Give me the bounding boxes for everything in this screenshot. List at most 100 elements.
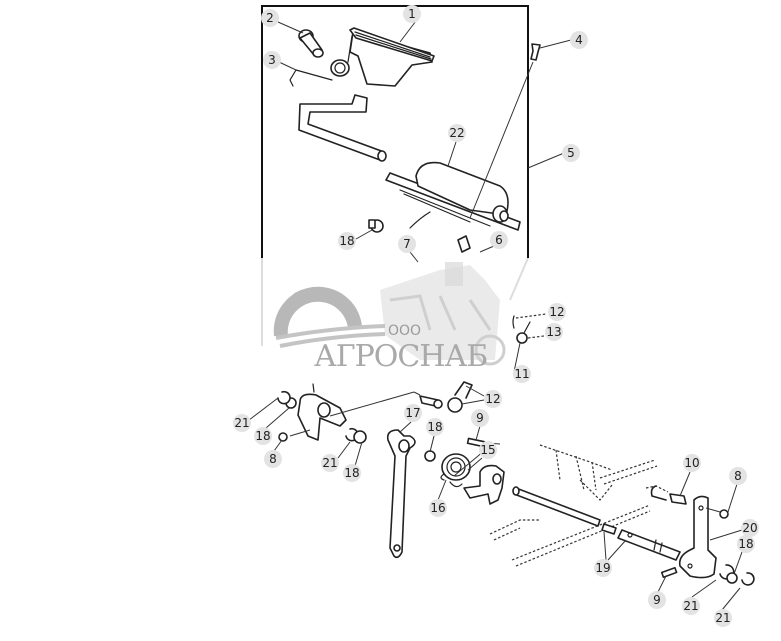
callout-8: 8 (264, 450, 282, 468)
callout-number: 18 (427, 420, 442, 434)
callout-bubble (429, 499, 447, 517)
pin-part-9-lower (660, 566, 678, 579)
pedal-subassembly (261, 5, 541, 346)
callout-21: 21 (321, 454, 339, 472)
torsion-spring-part-16 (440, 453, 471, 488)
callout-bubble (426, 418, 444, 436)
lever-assembly (277, 381, 755, 586)
callout-21: 21 (714, 609, 732, 627)
callout-number: 21 (234, 416, 249, 430)
callout-bubble (343, 464, 361, 482)
callout-bubble (682, 597, 700, 615)
callout-number: 12 (485, 392, 500, 406)
callout-number: 21 (683, 599, 698, 613)
housing-part (385, 161, 521, 231)
callout-18: 18 (338, 232, 356, 250)
washer-18-right (726, 572, 738, 584)
callout-bubble (570, 31, 588, 49)
callout-number: 10 (684, 456, 699, 470)
callout-number: 18 (255, 429, 270, 443)
callout-number: 22 (449, 126, 464, 140)
callout-10: 10 (683, 454, 701, 472)
callout-number: 18 (344, 466, 359, 480)
pedal-pad-part (349, 27, 435, 87)
callout-2: 2 (261, 9, 279, 27)
watermark-combine-icon (380, 262, 506, 366)
callout-number: 7 (403, 237, 411, 251)
circlip-21-right-b (741, 572, 755, 586)
callout-bubble (264, 450, 282, 468)
callout-number: 19 (595, 561, 610, 575)
callout-bubble (398, 235, 416, 253)
callout-number: 2 (266, 11, 274, 25)
callout-5: 5 (562, 144, 580, 162)
knob-part-12 (447, 381, 473, 413)
callout-bubble (448, 124, 466, 142)
callout-number: 18 (738, 537, 753, 551)
callout-number: 17 (405, 406, 420, 420)
callout-18: 18 (426, 418, 444, 436)
callout-bubble (484, 390, 502, 408)
callout-bubble (513, 365, 531, 383)
callout-bubble (683, 454, 701, 472)
callout-number: 4 (575, 33, 583, 47)
pedal-rod-part (298, 94, 387, 162)
callout-1: 1 (403, 5, 421, 23)
callout-number: 1 (408, 7, 416, 21)
washer-18-mid (353, 430, 367, 444)
bolt-part-4 (469, 43, 541, 219)
callout-number: 15 (480, 443, 495, 457)
callout-bubble (471, 409, 489, 427)
nut-part-8-right (719, 509, 729, 519)
callout-bubble (233, 414, 251, 432)
callout-4: 4 (570, 31, 588, 49)
callout-bubble (338, 232, 356, 250)
callout-21: 21 (682, 597, 700, 615)
callout-16: 16 (429, 499, 447, 517)
callout-number: 6 (495, 233, 503, 247)
callout-number: 9 (653, 593, 661, 607)
callout-number: 16 (430, 501, 445, 515)
callout-number: 8 (734, 469, 742, 483)
callout-number: 13 (546, 325, 561, 339)
bracket-part-15 (463, 464, 505, 505)
callout-bubble (648, 591, 666, 609)
callout-number: 20 (742, 521, 757, 535)
fitting-part-6 (457, 235, 471, 253)
callout-18: 18 (254, 427, 272, 445)
screw-part (419, 395, 443, 409)
watermark-gear-icon (273, 286, 362, 336)
callout-number: 12 (549, 305, 564, 319)
callout-9: 9 (648, 591, 666, 609)
callout-number: 11 (514, 367, 529, 381)
callout-18: 18 (737, 535, 755, 553)
callout-21: 21 (233, 414, 251, 432)
callout-bubble (254, 427, 272, 445)
callout-number: 18 (339, 234, 354, 248)
callout-18: 18 (343, 464, 361, 482)
watermark-company-name: АГРОСНАБ (314, 339, 487, 374)
callout-6: 6 (490, 231, 508, 249)
callout-bubble (562, 144, 580, 162)
spring-part (289, 35, 353, 87)
callout-bubble (545, 323, 563, 341)
callout-bubble (261, 9, 279, 27)
callout-20: 20 (741, 519, 759, 537)
callout-bubble (263, 51, 281, 69)
callout-bubble (479, 441, 497, 459)
callout-15: 15 (479, 441, 497, 459)
callout-bubble (714, 609, 732, 627)
callout-number: 21 (322, 456, 337, 470)
bolt-part-10 (650, 485, 687, 505)
callout-17: 17 (404, 404, 422, 422)
clip-part-upper (368, 219, 384, 233)
callout-11: 11 (513, 365, 531, 383)
main-shaft-part (512, 486, 681, 561)
callout-13: 13 (545, 323, 563, 341)
callout-bubble (403, 5, 421, 23)
callout-number: 21 (715, 611, 730, 625)
small-parts-12-13 (512, 313, 547, 373)
callout-7: 7 (398, 235, 416, 253)
